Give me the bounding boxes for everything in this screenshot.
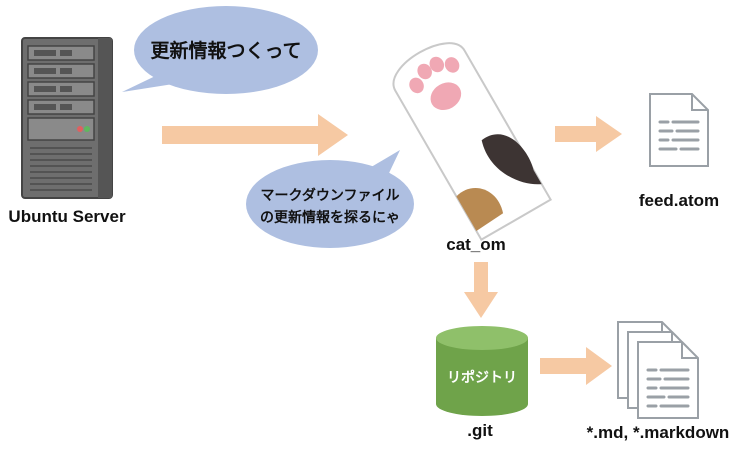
feed-label: feed.atom: [639, 191, 719, 210]
server-bubble-text: 更新情報つくって: [150, 39, 301, 62]
arrow-cat-to-repo: [464, 262, 498, 318]
feed-document-icon: [649, 93, 709, 167]
arrow-repo-to-markdown: [540, 347, 612, 385]
markdown-documents-icon: [617, 321, 699, 419]
git-repository-cylinder-icon: リポジトリ: [436, 326, 528, 416]
server-icon: [21, 37, 113, 199]
server-speech-bubble: 更新情報つくって: [122, 6, 318, 94]
markdown-label: *.md, *.markdown: [587, 423, 730, 442]
cat-speech-bubble: マークダウンファイル の更新情報を探るにゃ: [246, 150, 414, 248]
git-label: .git: [467, 421, 493, 440]
cat-bubble-line2: の更新情報を探るにゃ: [260, 209, 400, 226]
arrow-server-to-cat: [162, 114, 348, 156]
repository-cylinder-text: リポジトリ: [447, 369, 517, 386]
arrow-cat-to-feed: [555, 116, 622, 152]
server-label: Ubuntu Server: [8, 207, 126, 226]
cat-paw-icon: [392, 42, 553, 242]
cat-label: cat_om: [446, 235, 506, 254]
cat-bubble-line1: マークダウンファイル: [260, 187, 399, 204]
